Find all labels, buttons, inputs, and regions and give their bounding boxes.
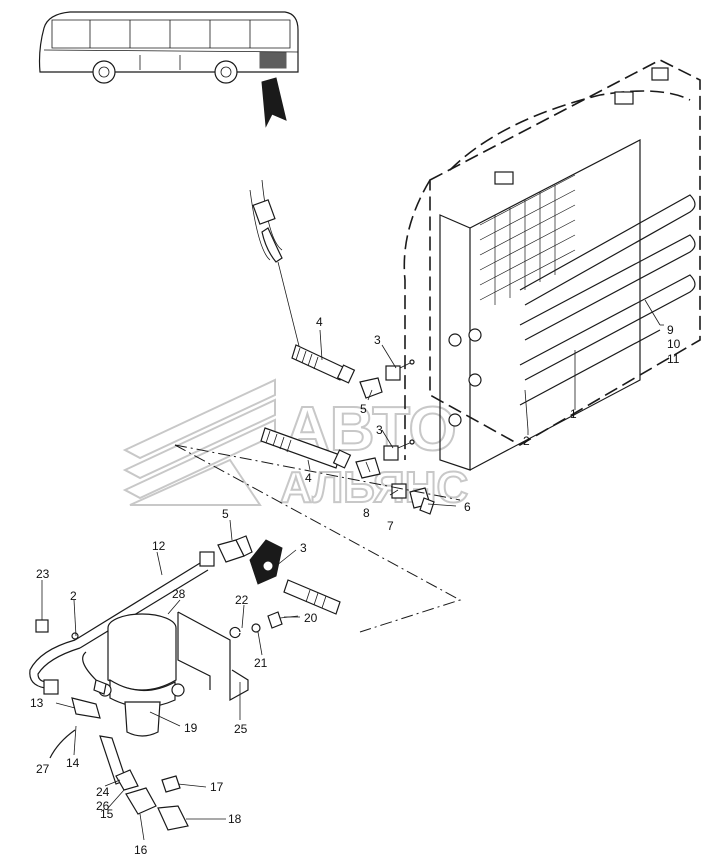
bolt-20-washers — [229, 611, 299, 639]
upper-fittings — [359, 359, 415, 399]
callout-12: 12 — [152, 539, 166, 553]
callout-27: 27 — [36, 762, 50, 776]
callout-7: 7 — [387, 519, 394, 533]
callout-2-radiator: 2 — [523, 434, 530, 448]
callout-4-lower: 4 — [305, 471, 312, 485]
callout-2-lower: 2 — [70, 589, 77, 603]
callout-20: 20 — [304, 611, 318, 625]
callout-6: 6 — [464, 500, 471, 514]
callout-28: 28 — [172, 587, 186, 601]
callout-19: 19 — [184, 721, 198, 735]
callout-5-upper: 5 — [360, 402, 367, 416]
upper-hose — [249, 179, 301, 351]
hose-lower-right — [283, 579, 341, 615]
callout-24: 24 — [96, 785, 110, 799]
callout-9: 9 — [667, 323, 674, 337]
callout-8: 8 — [363, 506, 370, 520]
callout-5-lower: 5 — [222, 507, 229, 521]
callout-14: 14 — [66, 756, 80, 770]
callouts: 1 2 2 3 3 3 4 4 5 5 6 7 8 9 10 11 12 13 … — [30, 315, 681, 857]
watermark-logo — [122, 378, 276, 506]
callout-15: 15 — [100, 807, 114, 821]
lower-fittings — [355, 439, 435, 515]
hose-4-upper — [291, 344, 356, 384]
valve-15-16 — [99, 735, 189, 841]
hose-4-lower — [260, 427, 352, 469]
callout-22: 22 — [235, 593, 249, 607]
guide-line-1 — [174, 444, 462, 633]
bracket-3 — [249, 539, 283, 585]
bus-thumbnail — [38, 11, 299, 128]
bracket-25 — [177, 611, 249, 702]
guide-line-2 — [174, 444, 461, 501]
radiator-assembly — [403, 59, 701, 471]
callout-21: 21 — [254, 656, 268, 670]
lower-pipe-12 — [29, 551, 215, 689]
callout-10: 10 — [667, 337, 681, 351]
callout-16: 16 — [134, 843, 148, 857]
callout-17: 17 — [210, 780, 224, 794]
fittings-lower-left — [35, 619, 107, 759]
radiator-core — [479, 174, 576, 305]
callout-26: 26 — [96, 799, 110, 813]
callout-11: 11 — [667, 352, 680, 366]
callout-3-lower: 3 — [300, 541, 307, 555]
callout-3-middle: 3 — [376, 423, 383, 437]
callout-23: 23 — [36, 567, 50, 581]
callout-3-upper: 3 — [374, 333, 381, 347]
dryer-28 — [98, 613, 185, 737]
callout-4-upper: 4 — [316, 315, 323, 329]
callout-25: 25 — [234, 722, 248, 736]
callout-13: 13 — [30, 696, 44, 710]
callout-18: 18 — [228, 812, 242, 826]
callout-1: 1 — [570, 407, 577, 421]
leader-lines — [41, 324, 664, 820]
elbow-5 — [217, 535, 253, 563]
